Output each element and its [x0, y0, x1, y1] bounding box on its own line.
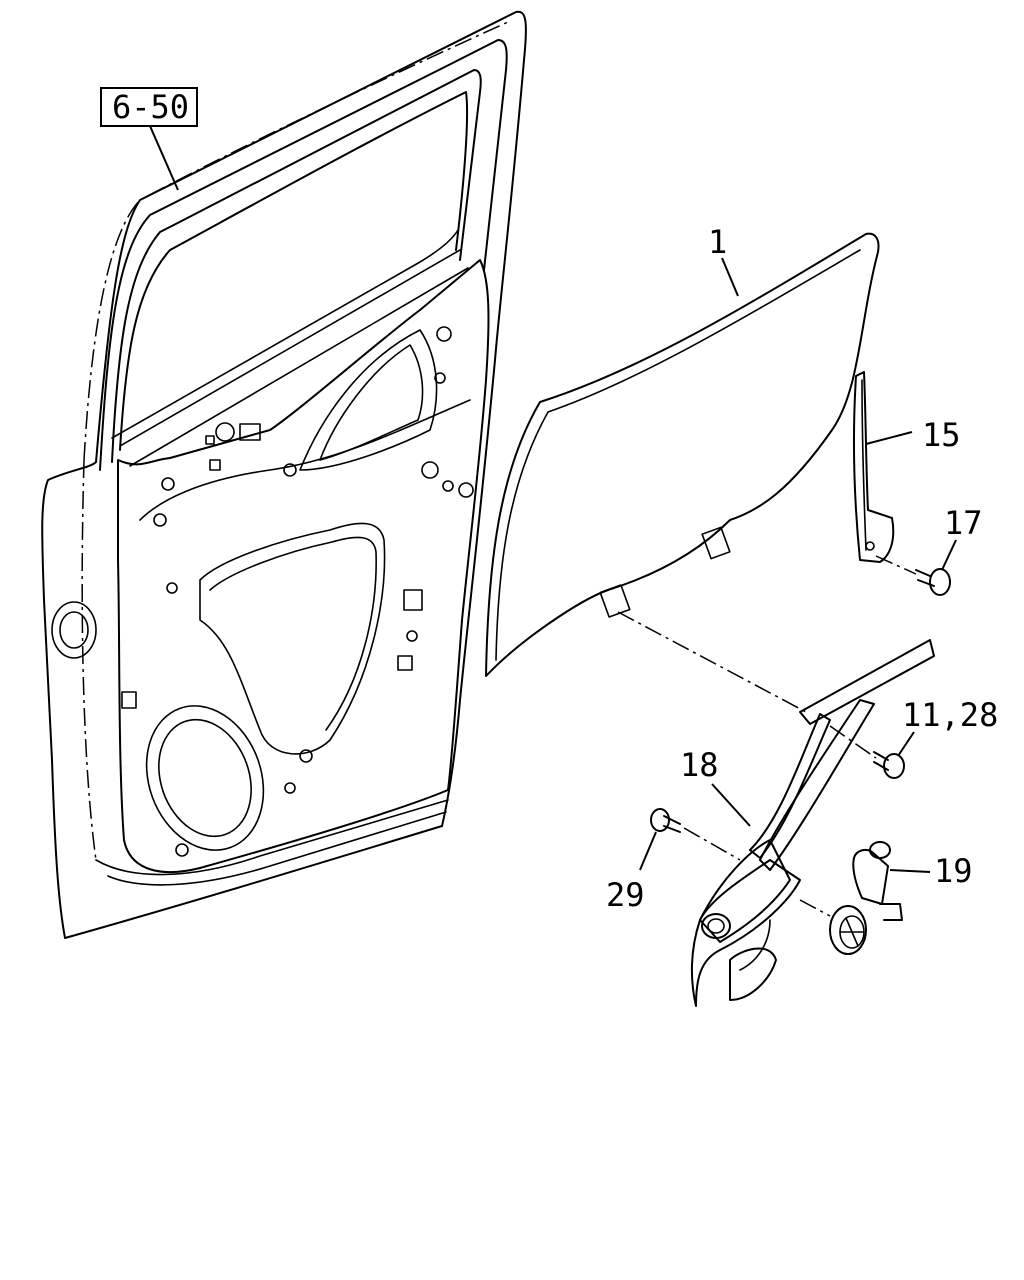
callouts: 6-50 1 15 17 11,28 18 19 29	[100, 87, 998, 914]
glass-to-regulator-line	[617, 611, 807, 713]
bolt-11-28	[829, 725, 905, 779]
run-channel	[852, 371, 895, 563]
door-assembly	[41, 10, 527, 939]
reference-box	[100, 87, 198, 127]
bolt-29	[650, 808, 741, 861]
callout-bolt-29: 29	[606, 876, 645, 914]
window-glass	[485, 232, 880, 677]
callout-bolt-11-28: 11,28	[902, 696, 998, 734]
bolt-17	[875, 555, 951, 596]
callout-run-channel: 15	[922, 416, 961, 454]
regulator-motor	[799, 841, 903, 955]
window-regulator	[690, 639, 935, 1007]
callout-glass: 1	[708, 223, 727, 261]
callout-regulator: 18	[680, 746, 719, 784]
callout-bolt-17: 17	[944, 504, 983, 542]
callout-motor: 19	[934, 852, 973, 890]
reference-label: 6-50	[112, 88, 189, 126]
